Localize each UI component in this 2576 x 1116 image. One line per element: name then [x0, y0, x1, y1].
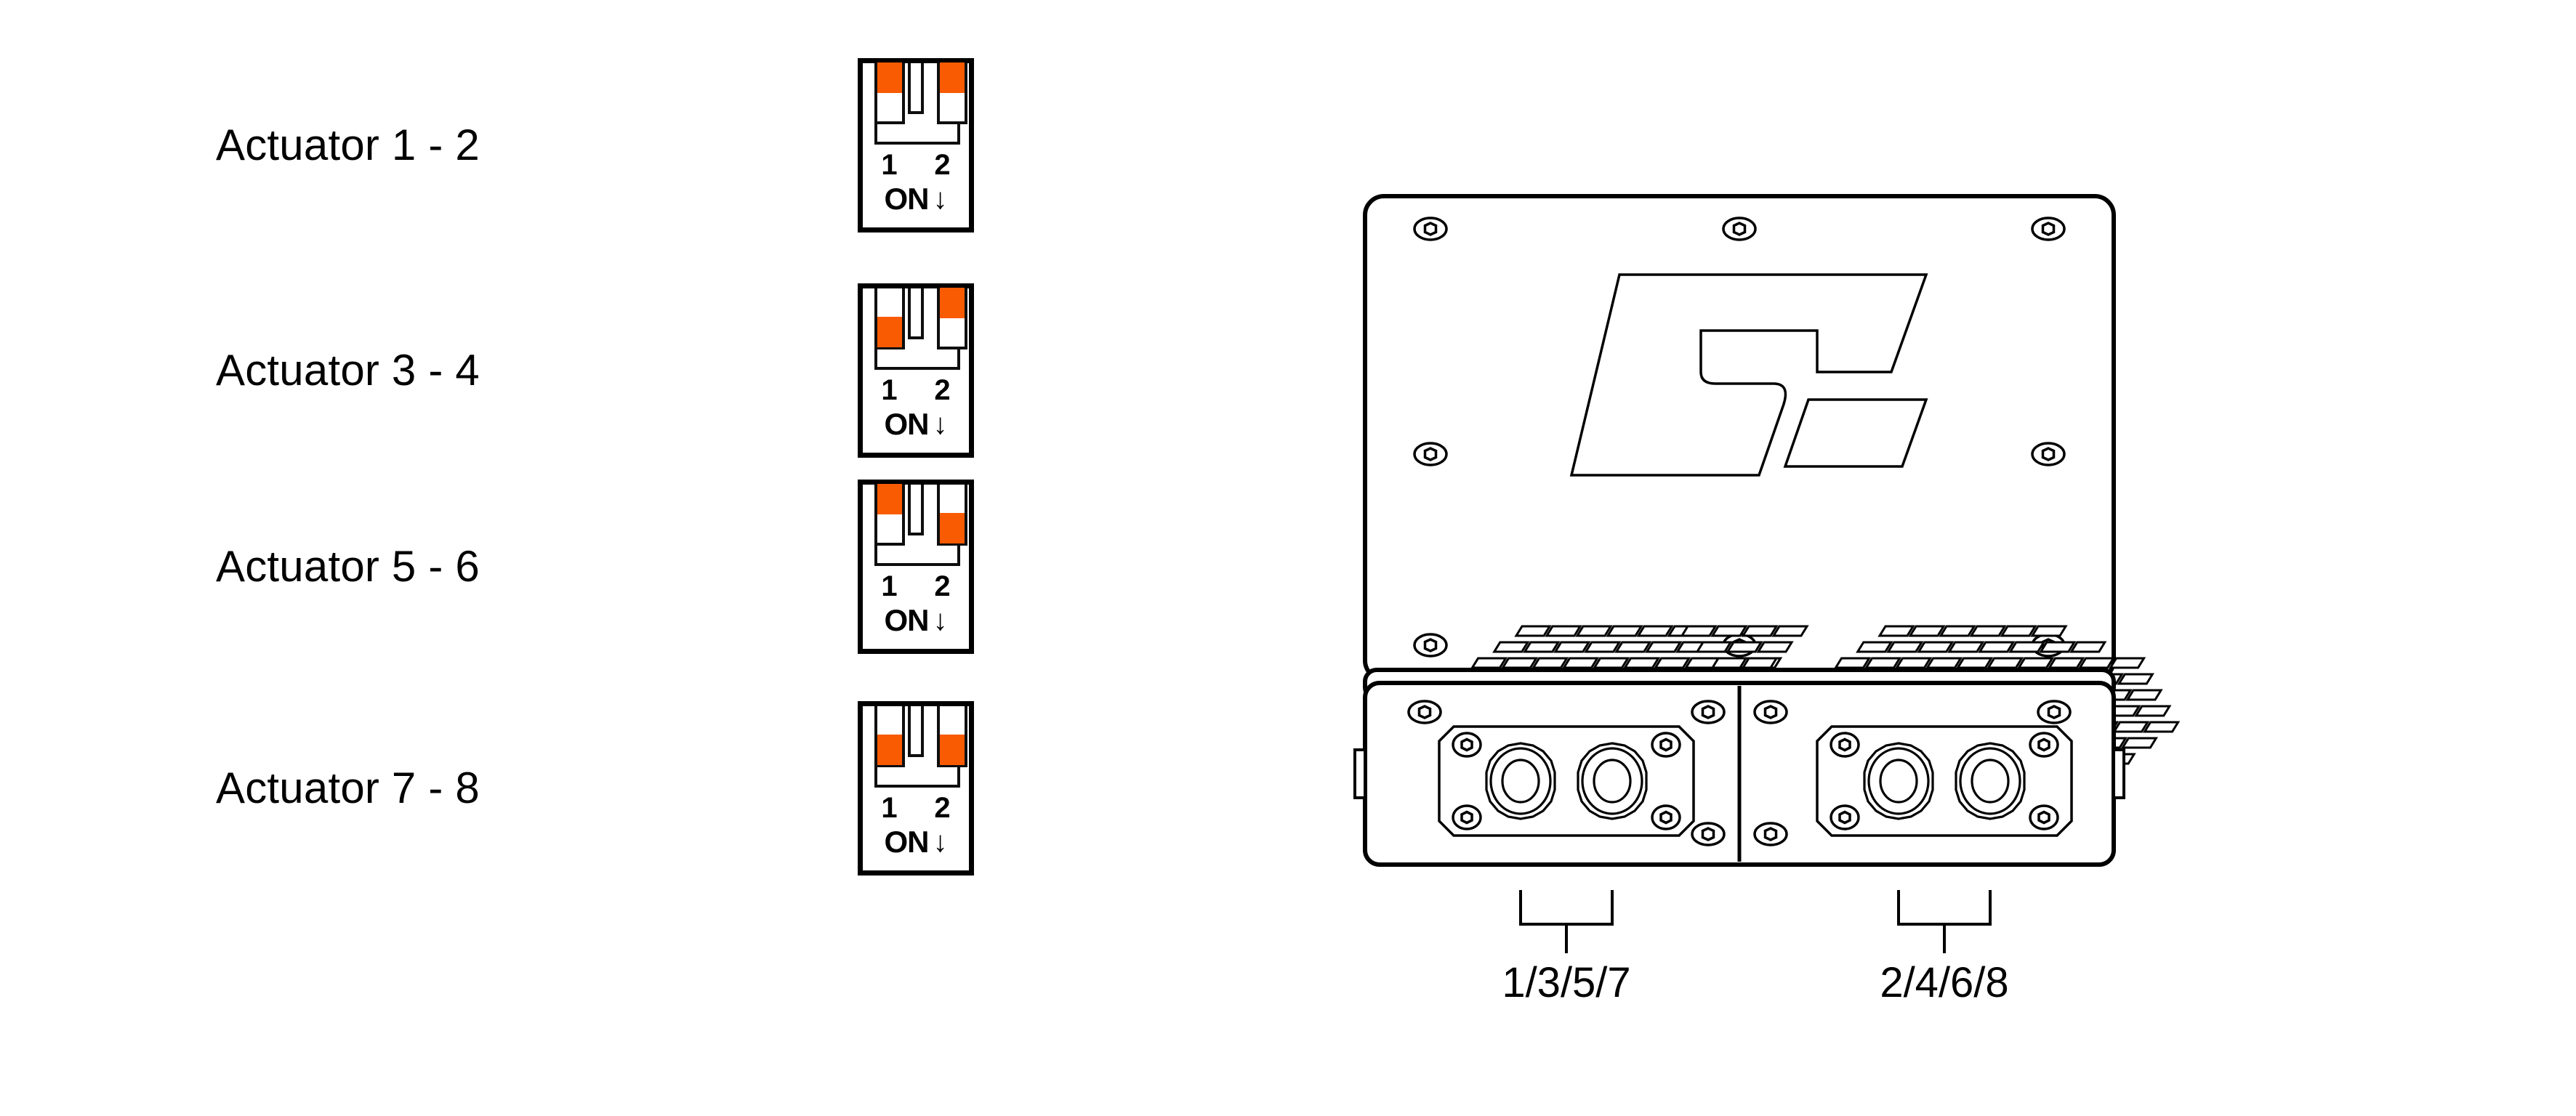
on-label: ON: [884, 603, 930, 637]
switch-number-1: 1: [881, 792, 898, 824]
switch-numbers: 1 2: [863, 149, 969, 181]
switch-slot-2[interactable]: [937, 706, 967, 767]
switch-number-1: 1: [881, 374, 898, 406]
switch-slider-1[interactable]: [877, 735, 902, 765]
dip-switch-5-6[interactable]: 1 2 ON ↓: [858, 480, 974, 654]
switch-numbers: 1 2: [863, 570, 969, 602]
switch-number-2: 2: [934, 792, 951, 824]
switch-slot-2[interactable]: [937, 62, 967, 124]
dip-switch-1-2[interactable]: 1 2 ON ↓: [858, 58, 974, 232]
switch-slider-1[interactable]: [877, 484, 902, 514]
switch-numbers: 1 2: [863, 374, 969, 406]
switch-numbers: 1 2: [863, 792, 969, 824]
switch-divider-rail: [908, 288, 924, 339]
on-label: ON: [884, 407, 930, 441]
bracket-left: [1519, 890, 1614, 953]
actuator-label: Actuator 7 - 8: [216, 764, 480, 812]
connector-module-left[interactable]: [1438, 725, 1695, 837]
switch-number-2: 2: [934, 374, 951, 406]
switch-on-indicator: ON ↓: [863, 604, 969, 637]
switch-slot-1[interactable]: [874, 62, 905, 124]
actuator-row: Actuator 3 - 4 1 2 ON ↓: [0, 280, 1032, 461]
bracket-label-right: 2/4/6/8: [1880, 959, 2008, 1006]
switch-divider-rail: [908, 706, 924, 757]
dip-switch-3-4[interactable]: 1 2 ON ↓: [858, 283, 974, 458]
switch-number-2: 2: [934, 149, 951, 181]
switch-divider-rail: [908, 63, 924, 114]
brand-logo: [1569, 273, 1928, 477]
switch-on-indicator: ON ↓: [863, 825, 969, 859]
switch-number-1: 1: [881, 570, 898, 602]
switch-slot-2[interactable]: [937, 485, 967, 546]
switch-on-indicator: ON ↓: [863, 182, 969, 216]
on-label: ON: [884, 182, 930, 216]
connector-module-right[interactable]: [1816, 725, 2073, 837]
switch-slot-2[interactable]: [937, 288, 967, 349]
switch-slider-1[interactable]: [877, 317, 902, 347]
switch-number-1: 1: [881, 149, 898, 181]
dip-switch-7-8[interactable]: 1 2 ON ↓: [858, 701, 974, 876]
actuator-label: Actuator 1 - 2: [216, 121, 480, 169]
actuator-row: Actuator 5 - 6 1 2 ON ↓: [0, 476, 1032, 658]
switch-slider-2[interactable]: [940, 513, 965, 543]
switch-slider-1[interactable]: [877, 62, 902, 93]
switch-slider-2[interactable]: [940, 62, 965, 93]
down-arrow-icon: ↓: [933, 826, 948, 858]
switch-number-2: 2: [934, 570, 951, 602]
on-label: ON: [884, 825, 930, 859]
actuator-row: Actuator 1 - 2 1 2 ON ↓: [0, 54, 1032, 236]
switch-slot-1[interactable]: [874, 288, 905, 349]
down-arrow-icon: ↓: [933, 408, 948, 440]
bracket-right: [1897, 890, 1992, 953]
switch-slider-2[interactable]: [940, 735, 965, 765]
switch-divider-rail: [908, 485, 924, 535]
actuator-row: Actuator 7 - 8 1 2 ON ↓: [0, 698, 1032, 879]
bracket-label-left: 1/3/5/7: [1502, 959, 1630, 1006]
switch-slot-1[interactable]: [874, 484, 905, 546]
switch-slot-1[interactable]: [874, 706, 905, 767]
down-arrow-icon: ↓: [933, 604, 948, 636]
switch-on-indicator: ON ↓: [863, 408, 969, 441]
actuator-label: Actuator 5 - 6: [216, 542, 480, 591]
switch-slider-2[interactable]: [940, 288, 965, 318]
actuator-label: Actuator 3 - 4: [216, 346, 480, 395]
device-illustration: 1/3/5/7 2/4/6/8: [1352, 182, 2180, 1006]
down-arrow-icon: ↓: [933, 183, 948, 215]
dip-switch-legend: Actuator 1 - 2 1 2 ON ↓: [0, 0, 1090, 1116]
